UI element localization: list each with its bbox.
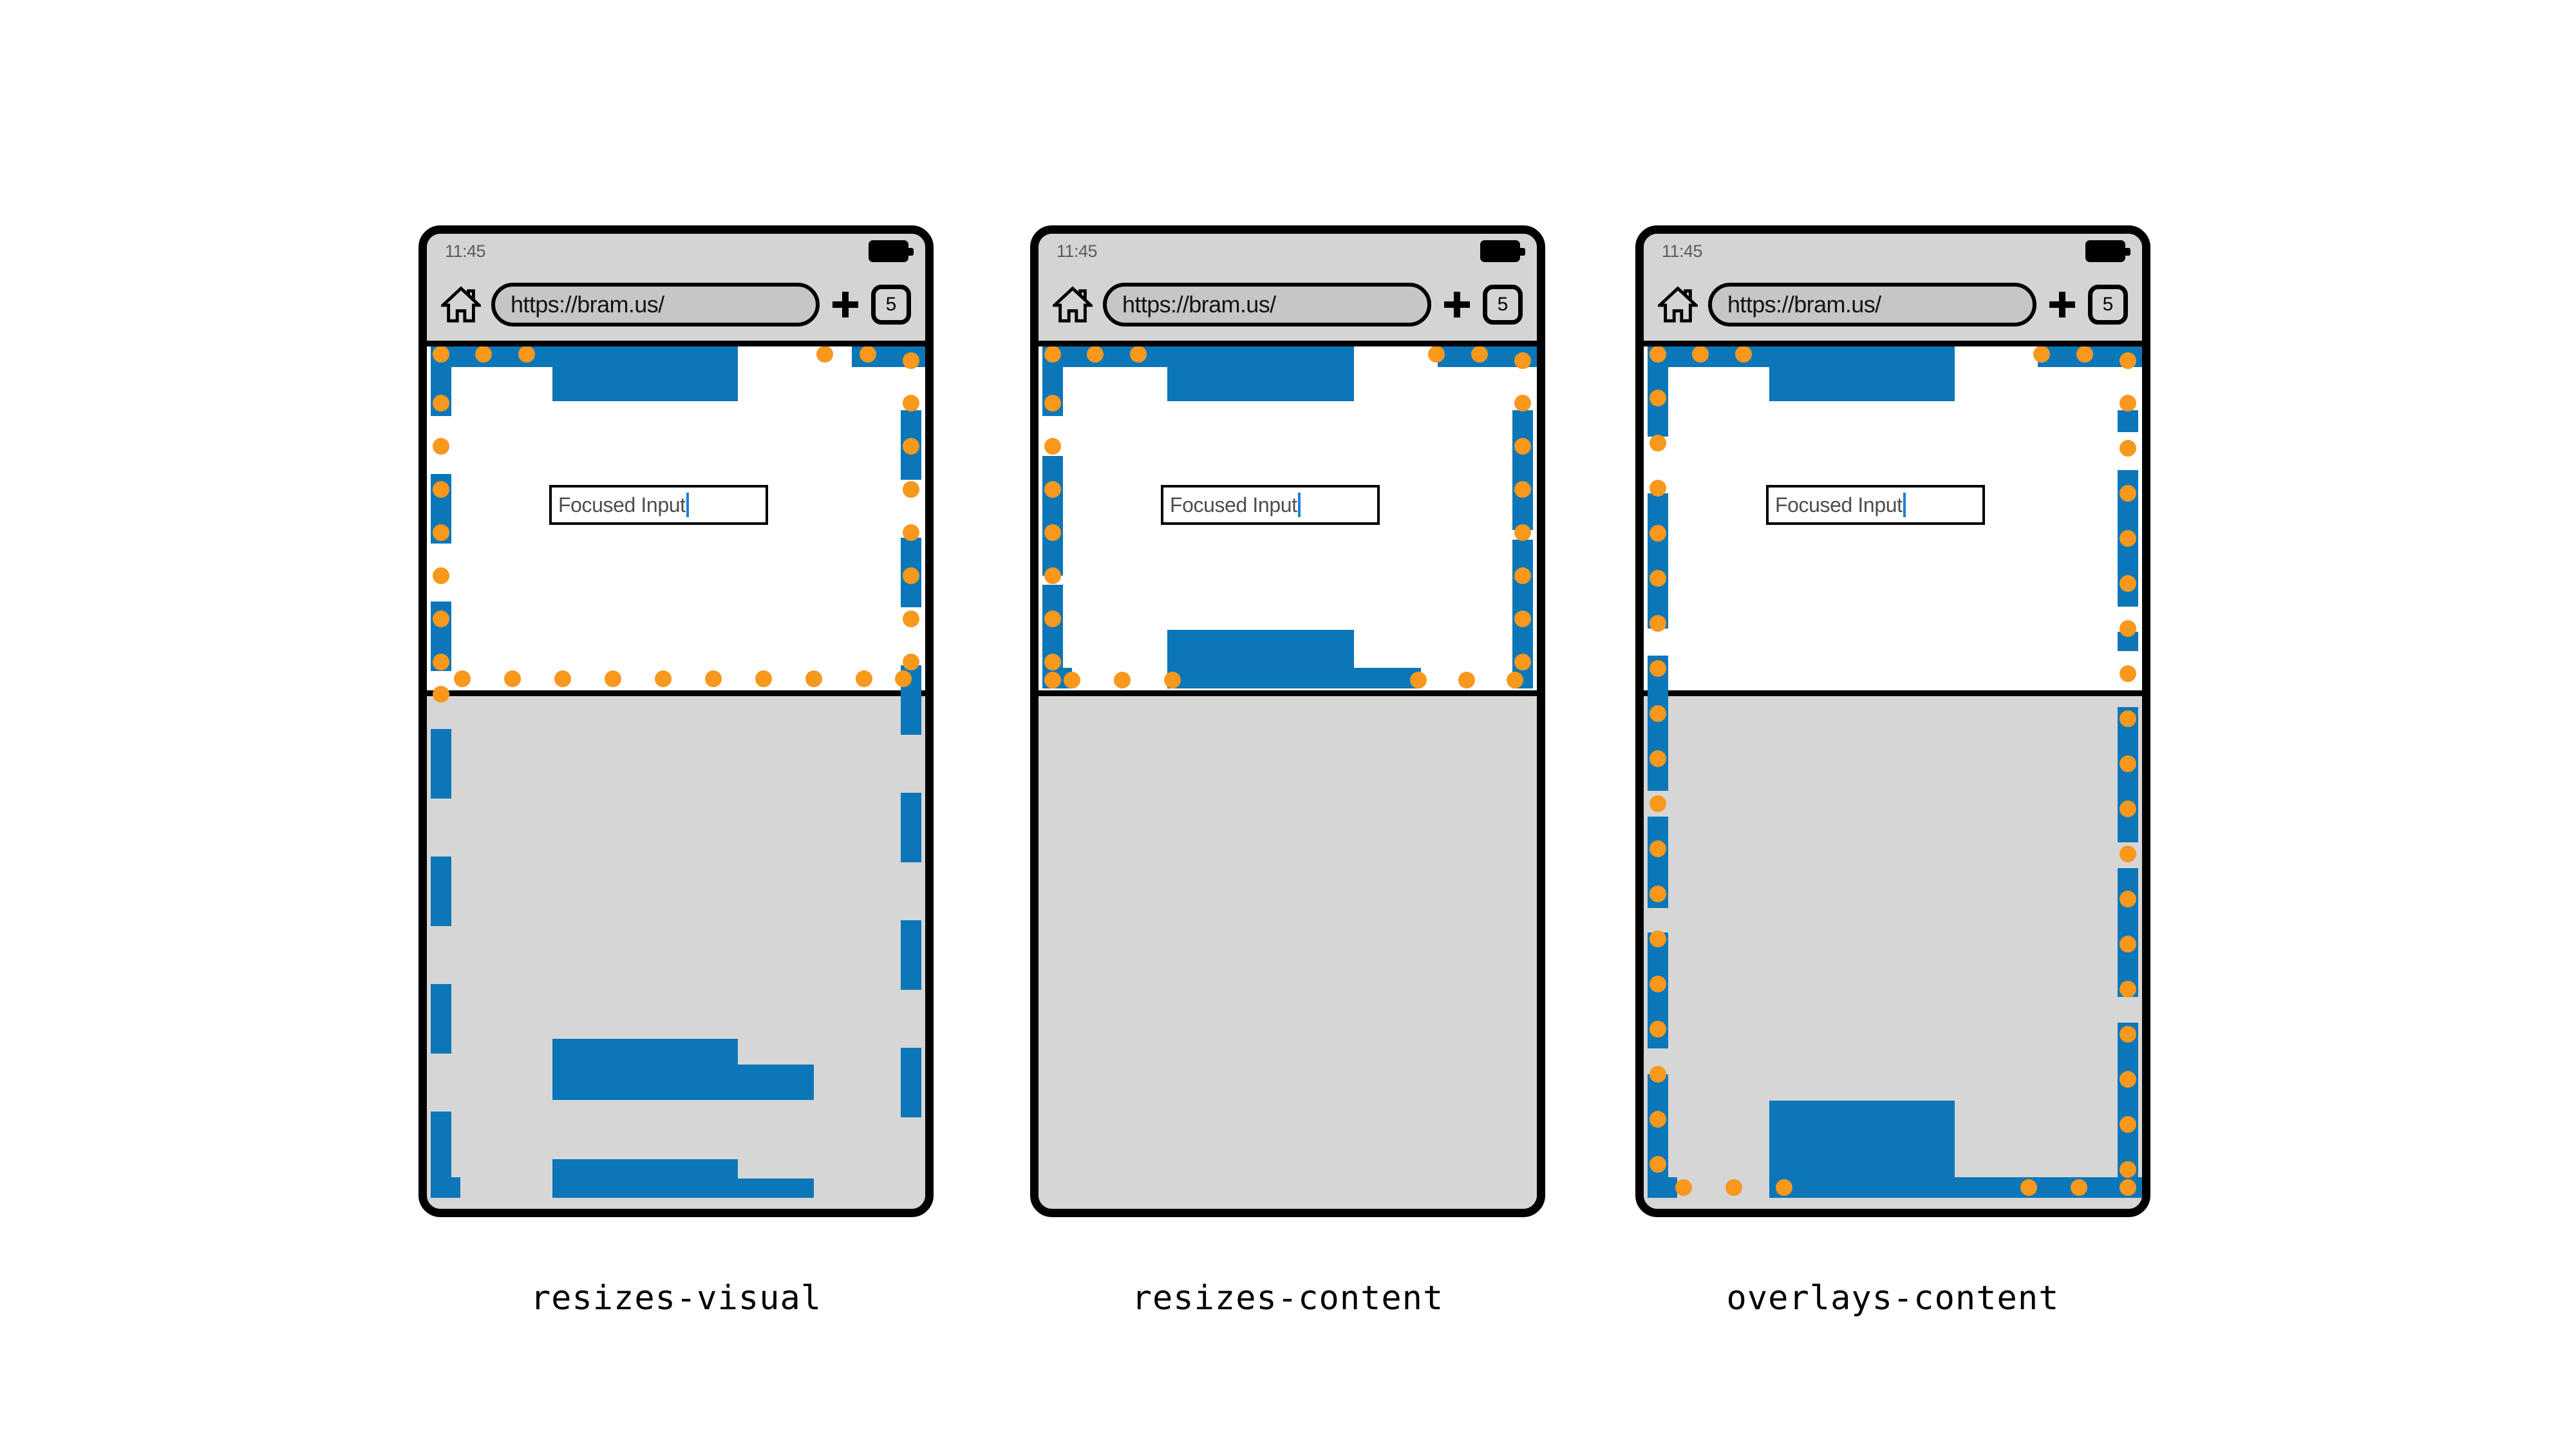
battery-fill <box>872 244 905 258</box>
browser-toolbar: https://bram.us/ 5 <box>1039 275 1537 334</box>
tab-counter-value: 5 <box>1497 294 1509 315</box>
focused-input-field[interactable]: Focused Input <box>549 485 768 525</box>
text-caret <box>1903 493 1906 517</box>
page-area: Focused Input <box>1039 346 1537 1209</box>
browser-chrome: 11:45 https://bram.us/ 5 <box>1644 234 2142 346</box>
phone-frame: 11:45 https://bram.us/ 5 <box>418 225 934 1217</box>
focused-input-field[interactable]: Focused Input <box>1766 485 1985 525</box>
url-text: https://bram.us/ <box>1122 291 1276 317</box>
browser-chrome: 11:45 https://bram.us/ 5 <box>427 234 925 346</box>
browser-toolbar: https://bram.us/ 5 <box>1644 275 2142 334</box>
phone-panel-resizes-visual: 11:45 https://bram.us/ 5 <box>418 225 934 1318</box>
url-text: https://bram.us/ <box>1727 291 1881 317</box>
content-block-bottom <box>1769 1101 1955 1159</box>
plus-icon[interactable] <box>2047 289 2078 320</box>
focused-input-field[interactable]: Focused Input <box>1161 485 1380 525</box>
content-block-bottom <box>1167 630 1354 688</box>
phone-caption: resizes-content <box>1131 1279 1444 1318</box>
url-text: https://bram.us/ <box>511 291 664 317</box>
battery-icon <box>2085 240 2130 262</box>
text-caret <box>1297 493 1301 517</box>
text-caret <box>686 493 689 517</box>
tab-counter-value: 5 <box>885 294 897 315</box>
content-block-bottom-ext <box>738 1065 814 1100</box>
phone-panel-overlays-content: 11:45 https://bram.us/ 5 <box>1635 225 2150 1318</box>
content-block-top <box>552 346 738 401</box>
content-block-top <box>1769 346 1955 401</box>
browser-toolbar: https://bram.us/ 5 <box>427 275 925 334</box>
tab-counter-button[interactable]: 5 <box>2088 285 2128 325</box>
tab-counter-value: 5 <box>2102 294 2114 315</box>
home-icon[interactable] <box>441 285 481 325</box>
tab-counter-button[interactable]: 5 <box>1483 285 1523 325</box>
phone-caption: resizes-visual <box>530 1279 822 1318</box>
tab-counter-button[interactable]: 5 <box>871 285 911 325</box>
visual-viewport-pane: Focused Input <box>1644 346 2142 688</box>
visual-viewport-pane: Focused Input <box>427 346 925 688</box>
phone-panel-resizes-content: 11:45 https://bram.us/ 5 <box>1030 225 1545 1318</box>
battery-icon <box>1480 240 1525 262</box>
battery-fill <box>1484 244 1516 258</box>
phone-caption: overlays-content <box>1726 1279 2060 1318</box>
status-bar-time: 11:45 <box>1057 242 1098 261</box>
page-area: Focused Input <box>1644 346 2142 1209</box>
home-icon[interactable] <box>1053 285 1093 325</box>
virtual-keyboard-pane <box>1039 690 1537 1209</box>
home-icon[interactable] <box>1658 285 1698 325</box>
plus-icon[interactable] <box>830 289 861 320</box>
focused-input-value: Focused Input <box>1775 493 1903 516</box>
url-bar[interactable]: https://bram.us/ <box>1103 283 1431 327</box>
battery-icon <box>869 240 914 262</box>
page-area: Focused Input <box>427 346 925 1209</box>
battery-fill <box>2089 244 2121 258</box>
virtual-keyboard-pane <box>427 690 925 1209</box>
focused-input-value: Focused Input <box>558 493 686 516</box>
content-block-top <box>1167 346 1354 401</box>
url-bar[interactable]: https://bram.us/ <box>1708 283 2036 327</box>
browser-chrome: 11:45 https://bram.us/ 5 <box>1039 234 1537 346</box>
visual-viewport-pane: Focused Input <box>1039 346 1537 688</box>
focused-input-value: Focused Input <box>1170 493 1297 516</box>
virtual-keyboard-pane <box>1644 690 2142 1209</box>
status-bar-time: 11:45 <box>445 242 486 261</box>
phone-frame: 11:45 https://bram.us/ 5 <box>1635 225 2150 1217</box>
content-block-bottom <box>552 1039 738 1100</box>
phone-frame: 11:45 https://bram.us/ 5 <box>1030 225 1545 1217</box>
plus-icon[interactable] <box>1442 289 1472 320</box>
url-bar[interactable]: https://bram.us/ <box>491 283 820 327</box>
status-bar-time: 11:45 <box>1662 242 1703 261</box>
